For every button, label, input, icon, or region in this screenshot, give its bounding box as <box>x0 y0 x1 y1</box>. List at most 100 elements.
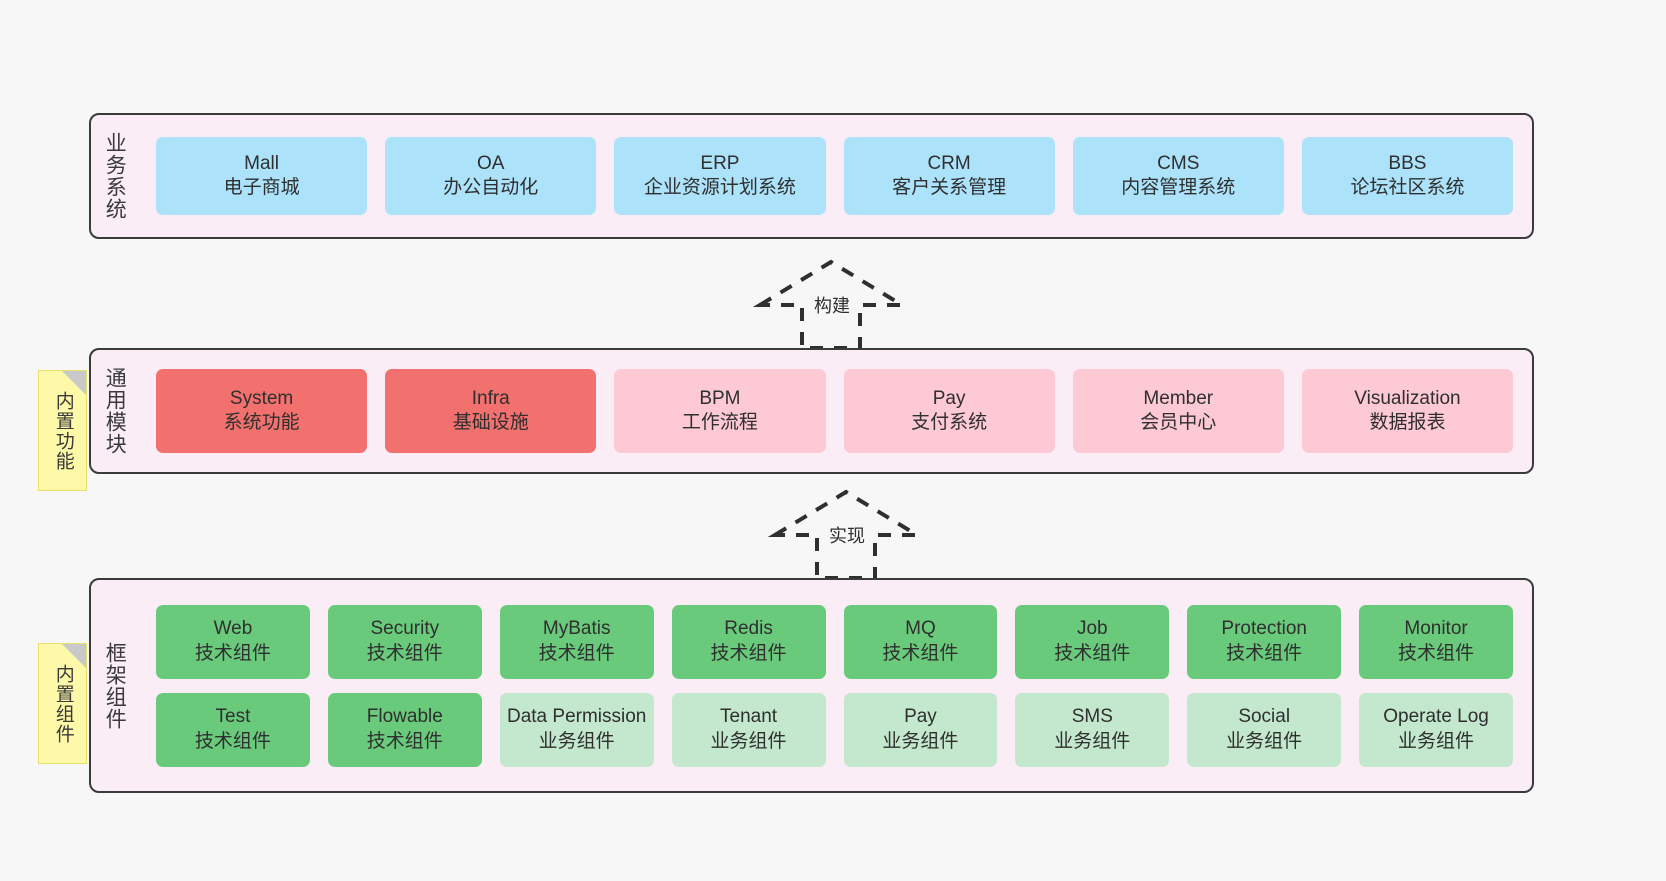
card-redis-subtitle: 技术组件 <box>710 642 787 664</box>
card-pay-component-subtitle: 业务组件 <box>882 730 959 752</box>
card-crm-title: CRM <box>927 152 971 174</box>
card-member-subtitle: 会员中心 <box>1140 412 1217 433</box>
layer-common-module: 通用模块 System 系统功能 Infra 基础设施 BPM 工作流程 Pay… <box>89 348 1534 474</box>
card-mall-title: Mall <box>244 152 279 174</box>
layer-business-system-title: 业务系统 <box>103 132 127 220</box>
card-tenant-title: Tenant <box>720 706 778 728</box>
card-security-title: Security <box>370 618 440 640</box>
card-operate-log-subtitle: 业务组件 <box>1398 730 1475 752</box>
card-data-permission[interactable]: Data Permission 业务组件 <box>499 692 654 767</box>
card-visualization[interactable]: Visualization 数据报表 <box>1301 369 1514 453</box>
note-fold-corner-icon <box>62 371 86 395</box>
card-mall[interactable]: Mall 电子商城 <box>156 137 368 215</box>
card-erp-title: ERP <box>700 152 740 174</box>
card-infra[interactable]: Infra 基础设施 <box>385 369 597 453</box>
card-infra-subtitle: 基础设施 <box>452 412 529 433</box>
arrow-implement-shape <box>767 489 925 580</box>
card-mybatis-subtitle: 技术组件 <box>538 642 615 664</box>
card-infra-title: Infra <box>471 387 510 409</box>
card-monitor[interactable]: Monitor 技术组件 <box>1359 604 1513 679</box>
card-pay-module-subtitle: 支付系统 <box>911 412 988 433</box>
card-job-title: Job <box>1076 618 1108 640</box>
card-social[interactable]: Social 业务组件 <box>1187 692 1342 767</box>
card-sms-subtitle: 业务组件 <box>1054 730 1131 752</box>
card-tenant[interactable]: Tenant 业务组件 <box>671 692 826 767</box>
card-protection[interactable]: Protection 技术组件 <box>1187 604 1342 679</box>
card-system-subtitle: 系统功能 <box>223 412 300 433</box>
card-bpm[interactable]: BPM 工作流程 <box>614 369 826 453</box>
card-operate-log-title: Operate Log <box>1383 706 1489 728</box>
card-tenant-subtitle: 业务组件 <box>710 730 787 752</box>
card-web-title: Web <box>213 618 253 640</box>
framework-row-tech: Web 技术组件 Security 技术组件 MyBatis 技术组件 Redi… <box>147 604 1522 679</box>
card-visualization-title: Visualization <box>1354 387 1461 409</box>
card-oa-title: OA <box>477 152 505 174</box>
layer-business-system: 业务系统 Mall 电子商城 OA 办公自动化 ERP 企业资源计划系统 CRM… <box>89 113 1534 239</box>
card-sms-title: SMS <box>1071 706 1113 728</box>
card-monitor-title: Monitor <box>1404 618 1468 640</box>
card-member[interactable]: Member 会员中心 <box>1072 369 1284 453</box>
arrow-build-label: 构建 <box>812 292 852 318</box>
card-mall-subtitle: 电子商城 <box>223 177 300 198</box>
layer-framework-component: 框架组件 Web 技术组件 Security 技术组件 MyBatis 技术组件… <box>89 578 1534 793</box>
card-crm[interactable]: CRM 客户关系管理 <box>843 137 1055 215</box>
card-flowable[interactable]: Flowable 技术组件 <box>327 692 482 767</box>
card-bbs-subtitle: 论坛社区系统 <box>1350 177 1465 198</box>
layer-framework-component-title: 框架组件 <box>103 641 127 730</box>
card-mq[interactable]: MQ 技术组件 <box>843 604 998 679</box>
card-flowable-title: Flowable <box>366 706 443 728</box>
card-protection-subtitle: 技术组件 <box>1226 642 1303 664</box>
card-bpm-subtitle: 工作流程 <box>681 412 758 433</box>
card-social-title: Social <box>1238 706 1291 728</box>
note-builtin-function[interactable]: 内置功能 <box>38 370 87 491</box>
card-operate-log[interactable]: Operate Log 业务组件 <box>1359 692 1513 767</box>
card-sms[interactable]: SMS 业务组件 <box>1015 692 1170 767</box>
card-pay-component[interactable]: Pay 业务组件 <box>843 692 998 767</box>
card-security-subtitle: 技术组件 <box>366 642 443 664</box>
card-social-subtitle: 业务组件 <box>1226 730 1303 752</box>
layer-common-module-title: 通用模块 <box>103 367 127 455</box>
card-test-title: Test <box>215 706 251 728</box>
card-redis[interactable]: Redis 技术组件 <box>671 604 826 679</box>
card-member-title: Member <box>1143 387 1214 409</box>
card-web-subtitle: 技术组件 <box>194 642 271 664</box>
card-system[interactable]: System 系统功能 <box>156 369 368 453</box>
card-bbs[interactable]: BBS 论坛社区系统 <box>1301 137 1514 215</box>
card-test[interactable]: Test 技术组件 <box>156 692 310 767</box>
card-job-subtitle: 技术组件 <box>1054 642 1131 664</box>
card-system-title: System <box>229 387 294 409</box>
layer-common-module-cards: System 系统功能 Infra 基础设施 BPM 工作流程 Pay 支付系统… <box>137 350 1532 472</box>
arrow-implement-label: 实现 <box>827 522 867 548</box>
note-builtin-function-label: 内置功能 <box>52 390 74 471</box>
card-test-subtitle: 技术组件 <box>194 730 271 752</box>
card-redis-title: Redis <box>724 618 773 640</box>
card-crm-subtitle: 客户关系管理 <box>892 177 1007 198</box>
card-cms-title: CMS <box>1157 152 1200 174</box>
card-bpm-title: BPM <box>699 387 741 409</box>
card-job[interactable]: Job 技术组件 <box>1015 604 1170 679</box>
card-erp-subtitle: 企业资源计划系统 <box>643 177 796 198</box>
card-oa[interactable]: OA 办公自动化 <box>385 137 597 215</box>
note-builtin-component[interactable]: 内置组件 <box>38 643 87 764</box>
card-bbs-title: BBS <box>1388 152 1427 174</box>
card-mq-subtitle: 技术组件 <box>882 642 959 664</box>
card-protection-title: Protection <box>1221 618 1307 640</box>
card-monitor-subtitle: 技术组件 <box>1398 642 1475 664</box>
card-oa-subtitle: 办公自动化 <box>443 177 539 198</box>
card-pay-module[interactable]: Pay 支付系统 <box>843 369 1055 453</box>
card-mybatis-title: MyBatis <box>542 618 611 640</box>
card-security[interactable]: Security 技术组件 <box>327 604 482 679</box>
card-web[interactable]: Web 技术组件 <box>156 604 310 679</box>
card-erp[interactable]: ERP 企业资源计划系统 <box>614 137 826 215</box>
note-fold-corner-icon <box>62 644 86 668</box>
arrow-implement: 实现 <box>767 488 925 580</box>
layer-framework-component-cards: Web 技术组件 Security 技术组件 MyBatis 技术组件 Redi… <box>137 580 1532 791</box>
card-pay-component-title: Pay <box>904 706 937 728</box>
card-mybatis[interactable]: MyBatis 技术组件 <box>499 604 654 679</box>
card-visualization-subtitle: 数据报表 <box>1369 412 1446 433</box>
card-flowable-subtitle: 技术组件 <box>366 730 443 752</box>
card-cms[interactable]: CMS 内容管理系统 <box>1072 137 1284 215</box>
framework-row-business: Test 技术组件 Flowable 技术组件 Data Permission … <box>147 692 1522 767</box>
card-cms-subtitle: 内容管理系统 <box>1121 177 1236 198</box>
